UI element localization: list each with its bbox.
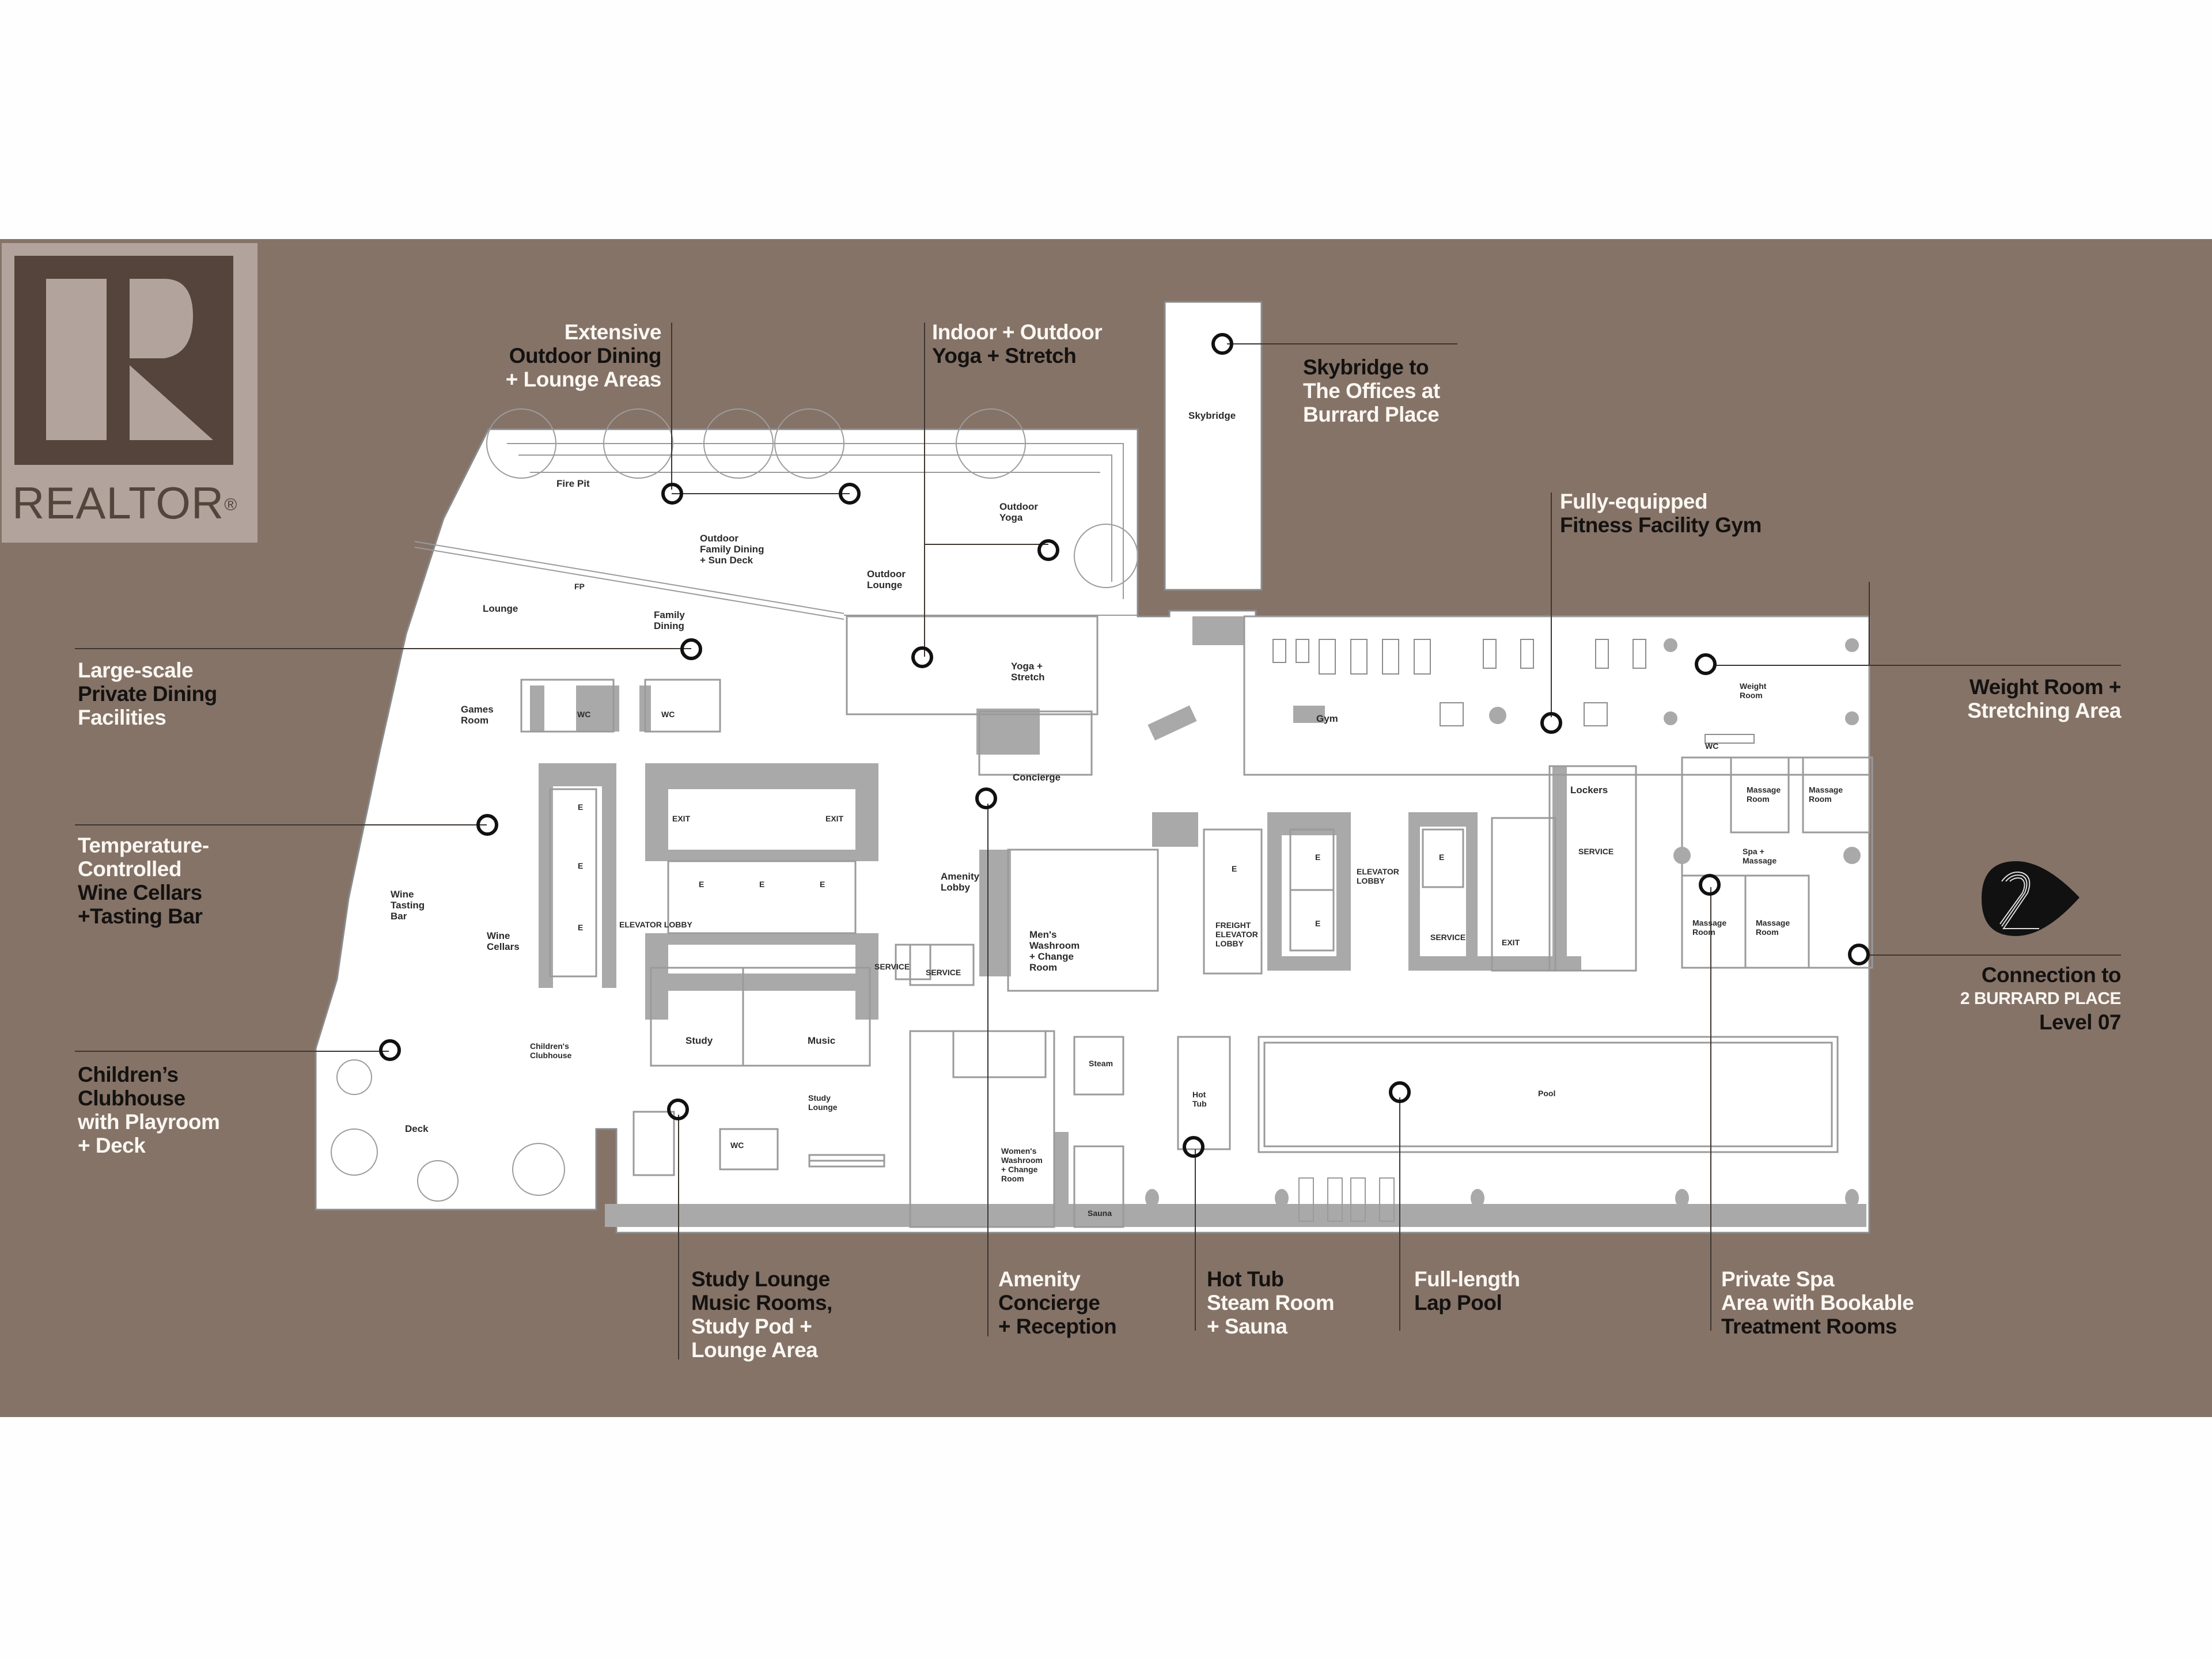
columns bbox=[1145, 638, 1861, 1207]
callout-spa: Private Spa Area with Bookable Treatment… bbox=[1721, 1267, 1914, 1338]
room-label-exit-1: EXIT bbox=[672, 814, 691, 823]
room-label-lounge: Lounge bbox=[483, 603, 518, 614]
elevator-label: E bbox=[1439, 853, 1445, 862]
room-label-wc-study: WC bbox=[730, 1141, 744, 1150]
room-label-service-4: SERVICE bbox=[926, 968, 961, 977]
room-label-exit-2: EXIT bbox=[825, 814, 844, 823]
callout-wine: Temperature- Controlled Wine Cellars +Ta… bbox=[78, 834, 209, 928]
location-marker-icons bbox=[379, 333, 1870, 1158]
callout-connection: Connection to 2 BURRARD PLACE Level 07 bbox=[1960, 963, 2122, 1034]
room-label-wc-2: WC bbox=[661, 710, 675, 719]
callout-hot-tub: Hot Tub Steam Room + Sauna bbox=[1207, 1267, 1335, 1338]
realtor-r-icon bbox=[14, 256, 233, 465]
callout-outdoor-dining: Extensive Outdoor Dining + Lounge Areas bbox=[505, 320, 662, 391]
realtor-logo: REALTOR® bbox=[2, 243, 257, 543]
room-label-skybridge: Skybridge bbox=[1188, 410, 1236, 421]
callout-gym: Fully-equipped Fitness Facility Gym bbox=[1560, 490, 1762, 537]
room-label-sauna: Sauna bbox=[1088, 1209, 1112, 1218]
room-label-wc-spa: WC bbox=[1705, 741, 1719, 751]
elevator-label: E bbox=[578, 861, 584, 870]
callout-study: Study Lounge Music Rooms, Study Pod + Lo… bbox=[691, 1267, 832, 1362]
room-label-service-2: SERVICE bbox=[1430, 933, 1466, 942]
room-label-steam: Steam bbox=[1089, 1059, 1113, 1068]
room-label-elevator-lobby: ELEVATOR LOBBY bbox=[619, 920, 692, 929]
elevator-label: E bbox=[820, 880, 825, 889]
room-label-wc-1: WC bbox=[577, 710, 591, 719]
elevator-label: E bbox=[1315, 919, 1321, 928]
room-label-fp: FP bbox=[574, 582, 585, 591]
callout-pool: Full-length Lap Pool bbox=[1414, 1267, 1520, 1315]
room-label-pool: Pool bbox=[1538, 1089, 1556, 1098]
elevator-label: E bbox=[578, 802, 584, 812]
callout-yoga: Indoor + Outdoor Yoga + Stretch bbox=[932, 320, 1103, 368]
room-label-deck: Deck bbox=[405, 1123, 429, 1134]
elevator-label: E bbox=[578, 923, 584, 932]
two-burrard-place-badge-icon bbox=[1970, 853, 2085, 945]
callout-skybridge: Skybridge to The Offices at Burrard Plac… bbox=[1303, 355, 1440, 426]
room-label-gym: Gym bbox=[1316, 713, 1338, 724]
structural-walls bbox=[530, 616, 1866, 1227]
elevator-label: E bbox=[699, 880, 704, 889]
realtor-wordmark: REALTOR® bbox=[12, 478, 238, 528]
room-label-fire-pit: Fire Pit bbox=[556, 478, 590, 489]
callout-children: Children’s Clubhouse with Playroom + Dec… bbox=[78, 1063, 220, 1157]
callout-concierge: Amenity Concierge + Reception bbox=[998, 1267, 1117, 1338]
gym-equipment-icons bbox=[1272, 639, 1755, 744]
elevator-label: E bbox=[1315, 853, 1321, 862]
room-label-service-3: SERVICE bbox=[874, 962, 910, 971]
room-label-spa-massage: Spa +Massage bbox=[1743, 847, 1777, 865]
elevator-label: E bbox=[1232, 864, 1237, 873]
room-label-exit-3: EXIT bbox=[1502, 938, 1520, 947]
room-outlines bbox=[520, 615, 1873, 1228]
callout-weight-room: Weight Room + Stretching Area bbox=[1967, 675, 2121, 722]
tree-icons bbox=[331, 408, 1138, 1202]
room-label-yoga-stretch: Yoga +Stretch bbox=[1011, 661, 1045, 683]
room-label-music: Music bbox=[808, 1035, 836, 1046]
elevator-label: E bbox=[759, 880, 765, 889]
leader-lines bbox=[75, 323, 2121, 1359]
callout-private-dining: Large-scale Private Dining Facilities bbox=[78, 658, 217, 729]
room-label-lockers: Lockers bbox=[1570, 785, 1608, 796]
room-label-study: Study bbox=[685, 1035, 713, 1046]
room-label-concierge: Concierge bbox=[1013, 772, 1061, 783]
building-footprint bbox=[315, 301, 1870, 1234]
room-label-service-1: SERVICE bbox=[1578, 847, 1614, 856]
